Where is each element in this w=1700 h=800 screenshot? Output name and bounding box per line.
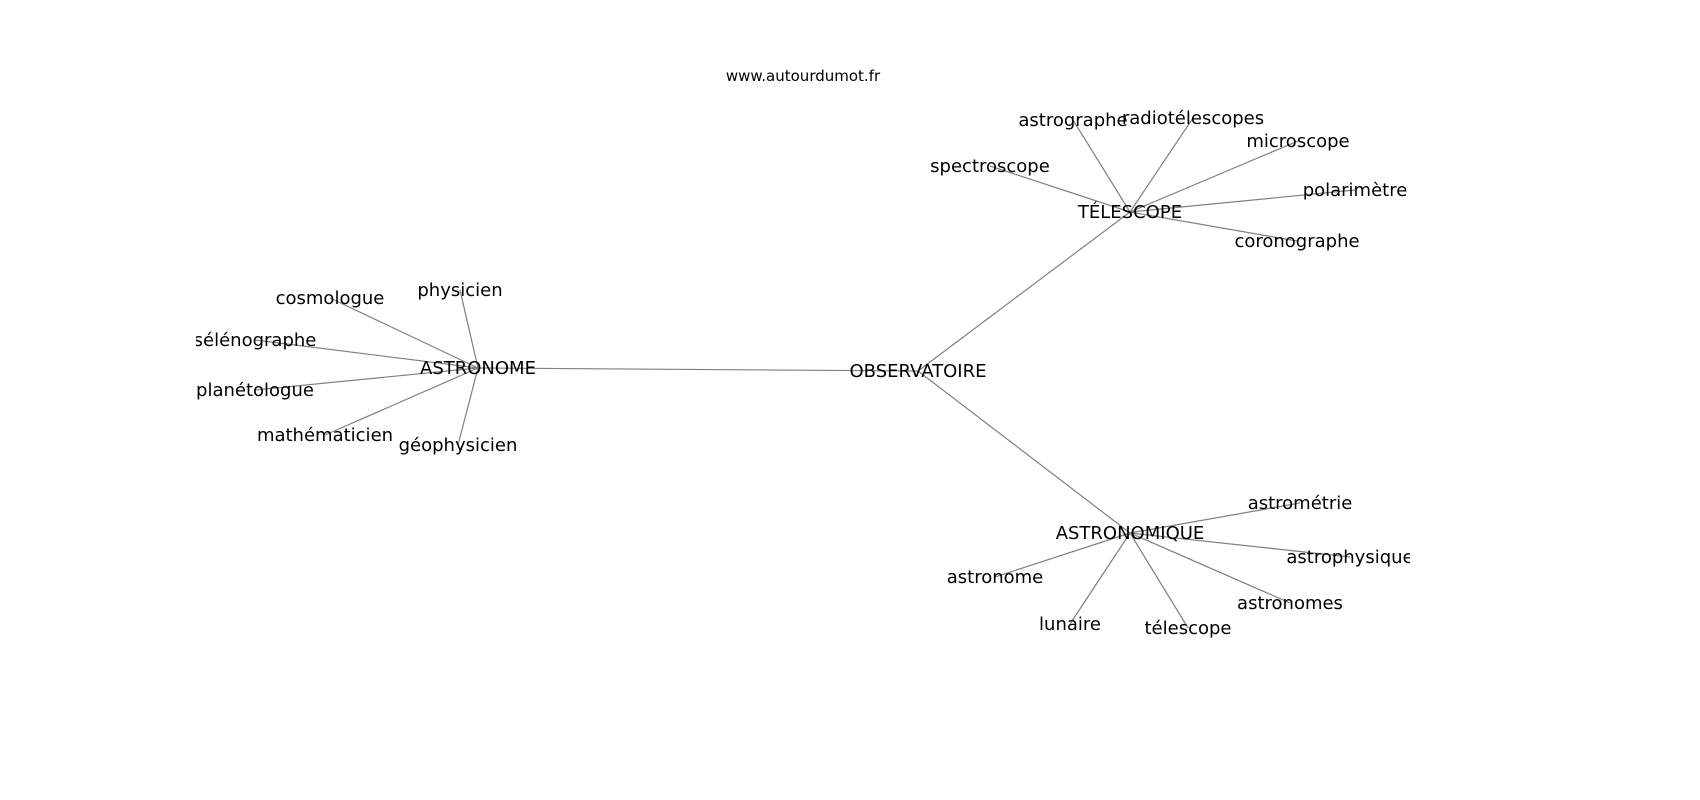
node-telescope: TÉLESCOPE bbox=[1077, 201, 1182, 223]
node-astronomes: astronomes bbox=[1237, 593, 1343, 614]
node-polarimetre: polarimètre bbox=[1303, 180, 1408, 201]
node-astronome: ASTRONOME bbox=[420, 358, 536, 379]
edge-telescope-microscope bbox=[1129, 140, 1299, 213]
node-astronome: astronome bbox=[947, 567, 1044, 588]
edge-astronome-geophysicien bbox=[457, 367, 479, 446]
edge-astronome-physicien bbox=[459, 289, 479, 369]
node-telescope: télescope bbox=[1145, 618, 1232, 639]
node-cosmologue: cosmologue bbox=[276, 288, 385, 309]
edge-observatoire-telescope bbox=[917, 211, 1131, 372]
node-lunaire: lunaire bbox=[1039, 614, 1101, 635]
node-spectroscope: spectroscope bbox=[930, 156, 1050, 177]
edge-astronome-mathematicien bbox=[324, 367, 479, 436]
edge-observatoire-astronome bbox=[477, 367, 919, 372]
node-astronomique: ASTRONOMIQUE bbox=[1056, 523, 1205, 544]
node-physicien: physicien bbox=[417, 280, 502, 301]
edge-astronome-selenographe bbox=[254, 339, 479, 369]
edge-telescope-coronographe bbox=[1129, 211, 1298, 242]
edge-astronomique-astronome bbox=[994, 532, 1131, 578]
edge-telescope-radiotelescopes bbox=[1129, 117, 1194, 213]
edge-astronome-planetologue bbox=[254, 367, 479, 391]
node-geophysicien: géophysicien bbox=[399, 435, 518, 456]
edge-telescope-astrographe bbox=[1072, 119, 1131, 213]
node-astrographe: astrographe bbox=[1018, 110, 1127, 131]
site-title: www.autourdumot.fr bbox=[725, 67, 881, 85]
node-coronographe: coronographe bbox=[1234, 231, 1359, 252]
edge-astronome-cosmologue bbox=[329, 297, 479, 369]
node-astrophysique: astrophysique bbox=[1286, 547, 1413, 568]
edge-astronomique-astrophysique bbox=[1129, 532, 1351, 558]
edge-astronomique-astronomes bbox=[1129, 532, 1291, 604]
node-radiotelescopes: radiotélescopes bbox=[1122, 108, 1264, 129]
node-selenographe: sélénographe bbox=[194, 330, 317, 351]
node-microscope: microscope bbox=[1246, 131, 1349, 152]
node-astrometrie: astrométrie bbox=[1248, 493, 1353, 514]
edge-telescope-polarimetre bbox=[1129, 189, 1356, 213]
node-mathematicien: mathématicien bbox=[257, 425, 393, 446]
node-observatoire: OBSERVATOIRE bbox=[850, 361, 987, 382]
node-planetologue: planétologue bbox=[196, 380, 314, 401]
edge-observatoire-astronomique bbox=[917, 370, 1131, 534]
edge-telescope-spectroscope bbox=[989, 165, 1131, 213]
edge-astronomique-lunaire bbox=[1069, 532, 1131, 625]
edge-astronomique-astrometrie bbox=[1129, 502, 1301, 534]
edge-astronomique-telescope bbox=[1129, 532, 1189, 629]
